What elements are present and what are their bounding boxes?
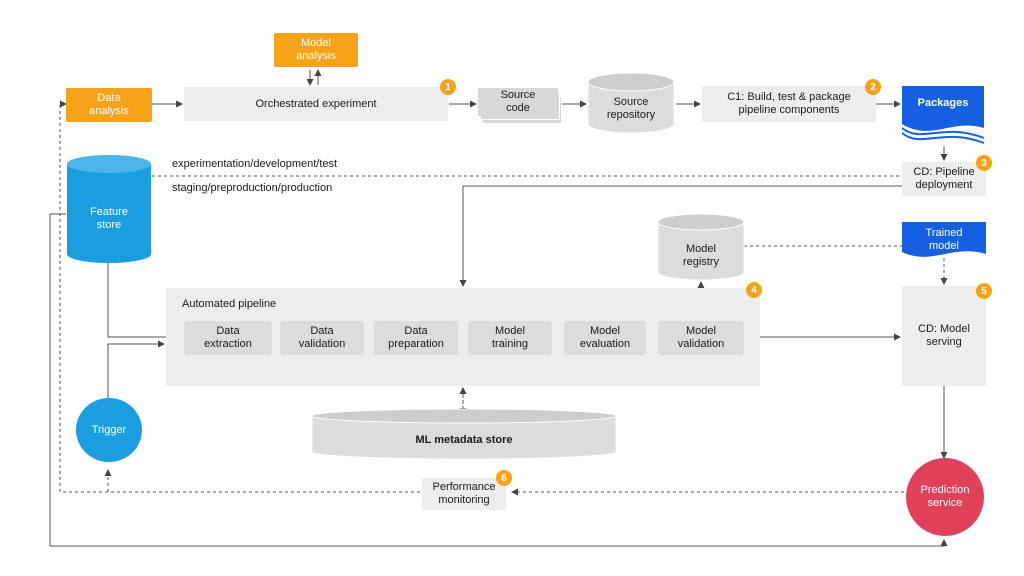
ml-metadata-store-cylinder[interactable] [310,408,618,460]
badge-5: 5 [976,283,992,299]
cd-pipeline-deployment-box[interactable]: CD: Pipeline deployment [902,162,986,196]
source-repository-label: Source repository [606,96,656,121]
env-label-bottom: staging/preproduction/production [172,182,333,194]
performance-monitoring-box[interactable]: Performance monitoring [422,478,506,510]
prediction-service-node[interactable]: Prediction service [906,458,984,536]
badge-1: 1 [440,79,456,95]
trigger-node[interactable]: Trigger [76,398,142,462]
orchestrated-experiment-box[interactable]: Orchestrated experiment [184,87,448,121]
badge-6: 6 [496,470,512,486]
step-model-validation[interactable]: Model validation [658,321,744,355]
source-code-stack[interactable]: Source code [478,88,562,124]
step-data-preparation[interactable]: Data preparation [374,321,458,355]
data-analysis-box[interactable]: Data analysis [66,88,152,122]
step-model-evaluation[interactable]: Model evaluation [564,321,646,355]
ml-metadata-store-label: ML metadata store [415,433,513,446]
trained-model-label: Trained model [925,227,963,252]
badge-2: 2 [865,79,881,95]
step-model-training[interactable]: Model training [468,321,552,355]
env-label-top: experimentation/development/test [172,158,338,170]
cd-model-serving-box[interactable]: CD: Model serving [902,286,986,386]
trained-model-shape[interactable] [902,222,986,262]
model-registry-cylinder[interactable] [656,212,746,282]
feature-store-cylinder[interactable] [66,154,152,264]
packages-label: Packages [917,96,969,109]
automated-pipeline-title: Automated pipeline [182,298,277,310]
step-data-extraction[interactable]: Data extraction [184,321,272,355]
step-data-validation[interactable]: Data validation [280,321,364,355]
source-repository-cylinder[interactable] [586,72,676,134]
model-analysis-box[interactable]: Model analysis [274,33,358,67]
build-test-package-box[interactable]: C1: Build, test & package pipeline compo… [702,86,876,122]
badge-4: 4 [746,282,762,298]
source-code-box: Source code [478,88,558,116]
feature-store-label: Feature store [90,206,128,231]
model-registry-label: Model registry [682,243,720,268]
packages-shape[interactable] [902,86,986,148]
badge-3: 3 [976,155,992,171]
